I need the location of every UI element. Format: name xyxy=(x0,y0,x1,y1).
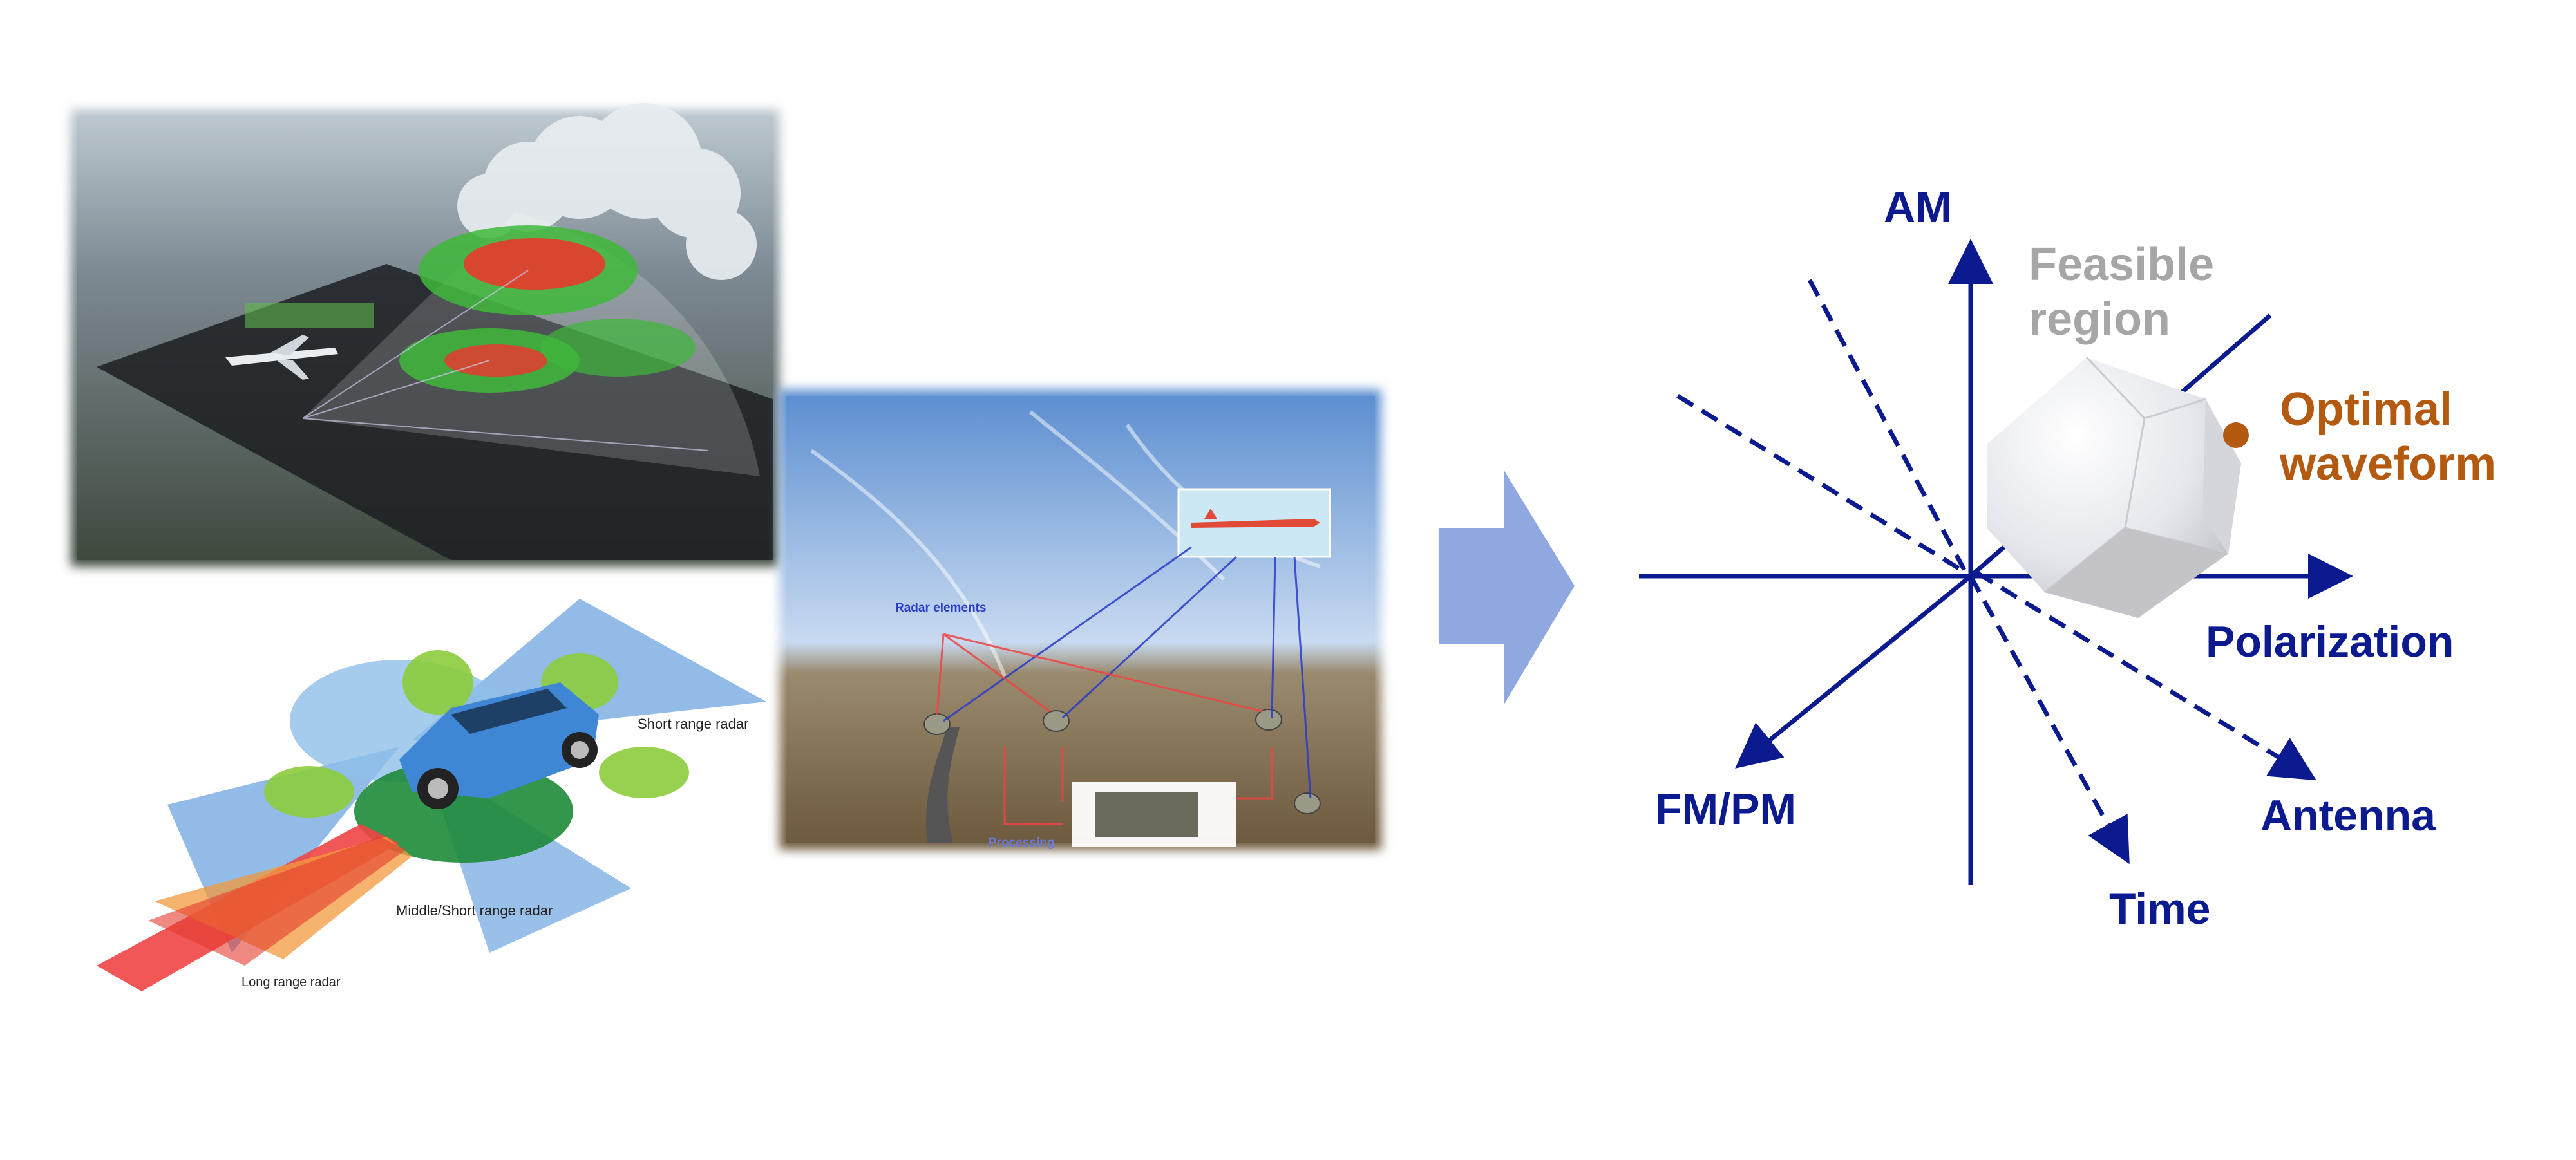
car-icon xyxy=(399,682,599,809)
feasible-region-label-line1: Feasible xyxy=(2029,239,2214,290)
processing-label: Processing xyxy=(989,836,1054,850)
right-arrow-icon xyxy=(1439,470,1575,705)
middle-short-range-radar-label: Middle/Short range radar xyxy=(396,903,553,919)
missile-inset xyxy=(1177,488,1331,558)
feasible-region-polyhedron xyxy=(1987,356,2241,618)
am-axis-label: AM xyxy=(1884,183,1952,232)
feasible-region-label-line2: region xyxy=(2029,294,2170,345)
cloud-icon xyxy=(457,103,757,280)
fmpm-axis-label: FM/PM xyxy=(1655,785,1796,834)
dashed-axis-1 xyxy=(1807,279,1967,571)
missile-icon xyxy=(1191,519,1320,528)
automotive-radar-illustration: Short range radar Middle/Short range rad… xyxy=(97,599,766,991)
time-axis-line xyxy=(1968,575,2130,865)
optimal-waveform-label-line2: waveform xyxy=(2279,438,2496,490)
multistatic-radar-photo: Radar elements Processing xyxy=(779,389,1381,850)
antenna-axis-line xyxy=(1976,571,2316,781)
polarization-axis-label: Polarization xyxy=(2206,617,2454,666)
optimal-waveform-label-line1: Optimal xyxy=(2280,384,2452,435)
optimal-waveform-point xyxy=(2223,422,2249,448)
antenna-icon xyxy=(923,709,1321,814)
long-range-radar-label: Long range radar xyxy=(242,975,341,989)
radar-elements-label: Radar elements xyxy=(895,601,987,615)
waveform-space-diagram: AM Polarization FM/PM Time Antenna Feasi… xyxy=(1639,183,2496,933)
fmpm-axis-line xyxy=(1735,574,1973,769)
short-range-radar-label: Short range radar xyxy=(638,716,748,732)
weather-radar-photo xyxy=(71,103,779,566)
antenna-axis-label: Antenna xyxy=(2260,791,2436,840)
time-axis-label: Time xyxy=(2109,884,2210,933)
airplane-icon xyxy=(225,303,374,380)
